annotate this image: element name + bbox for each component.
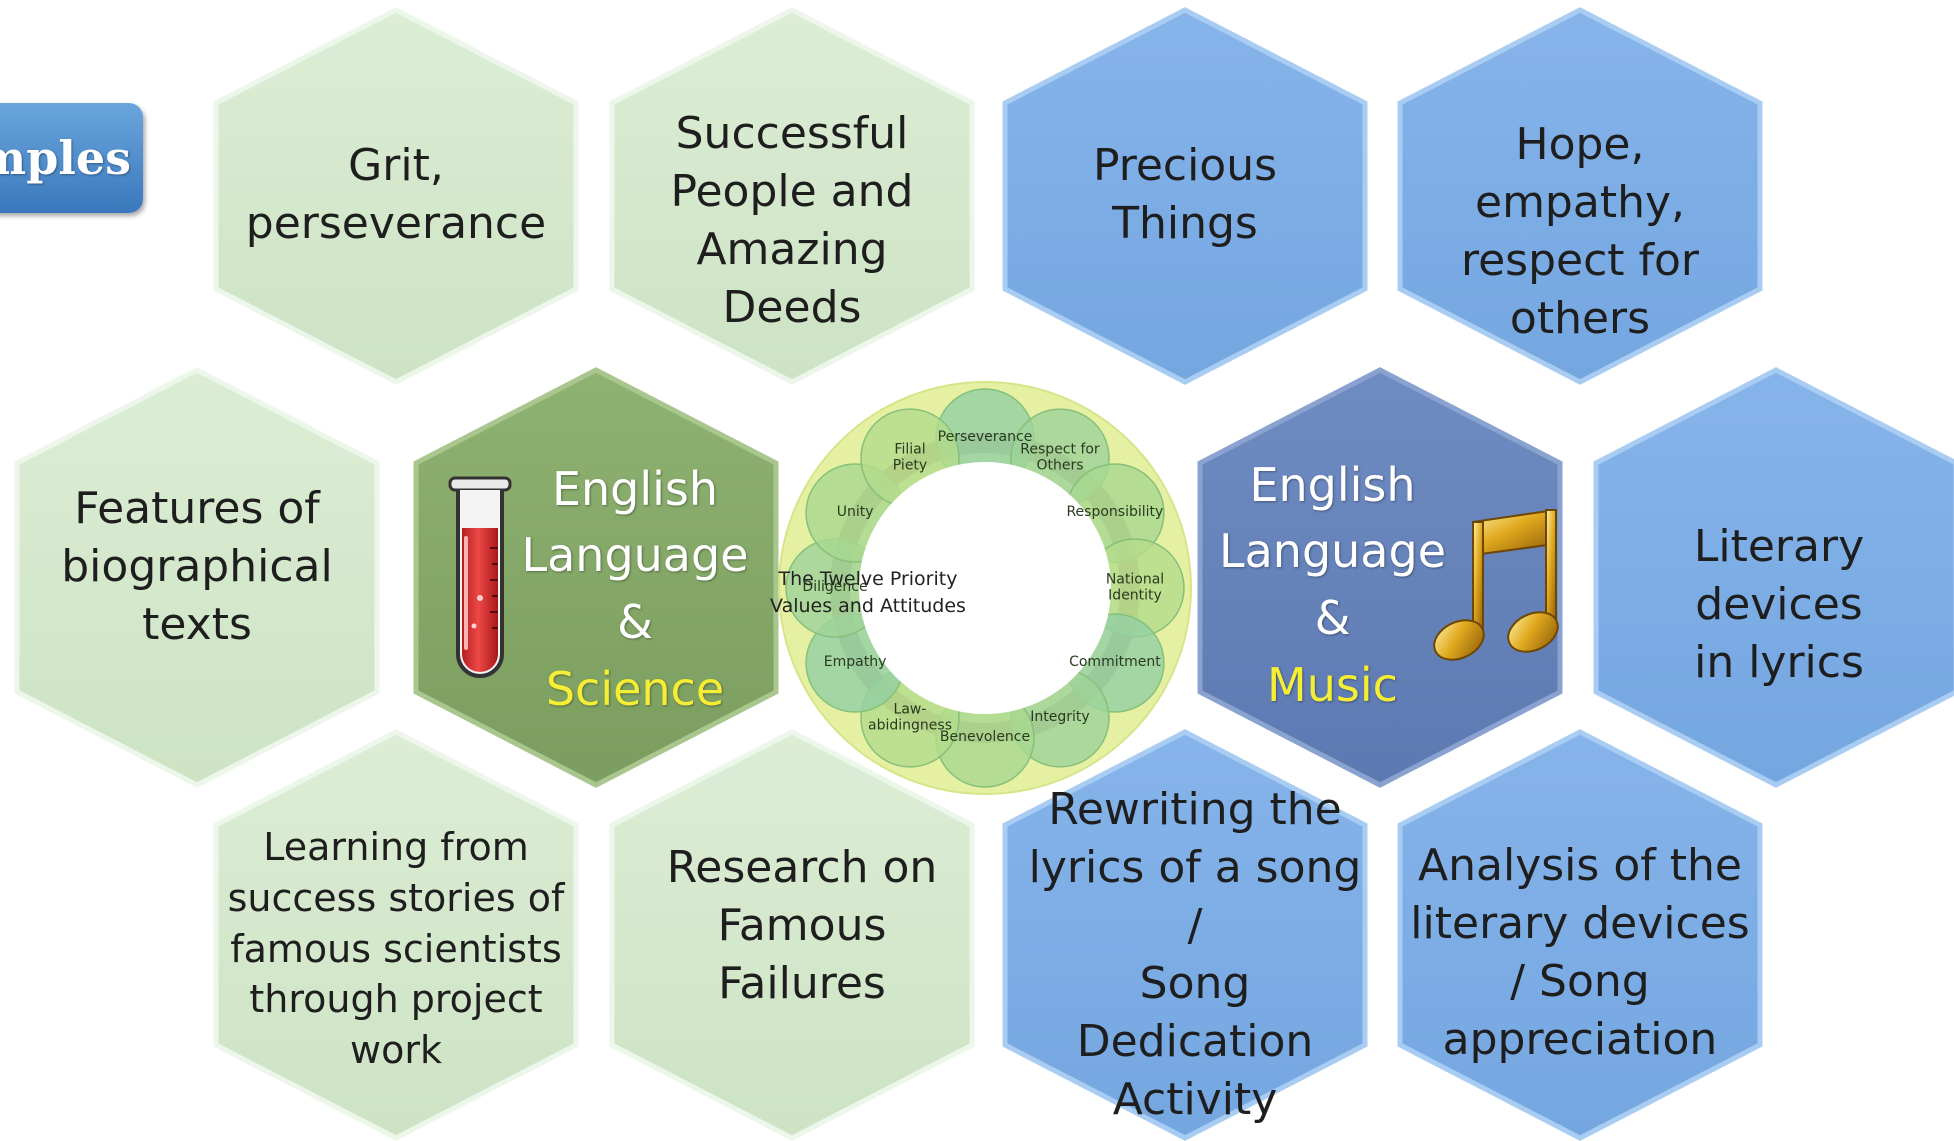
research-text: Research on Famous Failures — [666, 841, 938, 1010]
literary-devices-text: Literary devices in lyrics — [1693, 520, 1865, 689]
rewriting-text: Rewriting the lyrics of a song / Song De… — [1028, 784, 1362, 1125]
science-hub-line2: Language & — [521, 528, 749, 649]
analysis-text: Analysis of the literary devices / Song … — [1410, 839, 1750, 1066]
hex-grit — [213, 7, 579, 385]
science-hub-subject: Science — [545, 661, 725, 716]
test-tube-icon — [448, 476, 512, 678]
science-hub-line1: English — [551, 461, 719, 516]
value-label: Respect for Others — [1020, 441, 1100, 474]
hex-music-hub — [1197, 367, 1563, 788]
examples-tab-label: mples — [0, 131, 131, 185]
hex-science-hub — [413, 367, 779, 788]
hex-research — [609, 729, 975, 1141]
grit-text: Grit, perseverance — [245, 139, 547, 249]
hex-hope — [1397, 7, 1763, 385]
value-label: National Identity — [1105, 571, 1165, 603]
successful-people-text: Successful People and Amazing Deeds — [670, 107, 914, 334]
hex-precious-things — [1002, 7, 1368, 385]
value-label: Empathy — [823, 654, 887, 671]
music-hub-line2: Language & — [1218, 524, 1446, 645]
music-hub-subject: Music — [1267, 657, 1398, 712]
value-label: Commitment — [1069, 654, 1161, 671]
values-wheel — [778, 381, 1192, 795]
value-label: Unity — [836, 504, 874, 521]
music-hub-title: English Language & Music — [1200, 458, 1465, 712]
hex-rewriting — [1002, 729, 1368, 1141]
music-hub-line1: English — [1249, 457, 1416, 512]
wheel-center — [859, 462, 1111, 714]
value-label: Integrity — [1030, 709, 1090, 726]
value-label: Diligence — [802, 579, 868, 596]
hex-features — [14, 367, 380, 788]
hex-analysis — [1397, 729, 1763, 1141]
wheel-center-title: The Twelve Priority Values and Attitudes — [770, 568, 966, 617]
examples-tab[interactable]: mples — [0, 103, 143, 213]
music-note-icon — [1433, 508, 1559, 661]
value-label: Responsibility — [1066, 504, 1164, 521]
hex-literary-devices — [1593, 367, 1954, 788]
features-text: Features of biographical texts — [61, 482, 333, 651]
value-label: Filial Piety — [892, 441, 928, 474]
learning-text: Learning from success stories of famous … — [227, 824, 565, 1073]
science-hub-title: English Language & Science — [500, 462, 770, 716]
hex-successful-people — [609, 7, 975, 385]
value-label: Law- abidingness — [868, 701, 952, 733]
hex-learning — [213, 729, 579, 1141]
precious-things-text: Precious Things — [1092, 139, 1278, 249]
value-label: Perseverance — [937, 429, 1033, 446]
hope-text: Hope, empathy, respect for others — [1460, 118, 1700, 345]
value-label: Benevolence — [939, 729, 1031, 746]
